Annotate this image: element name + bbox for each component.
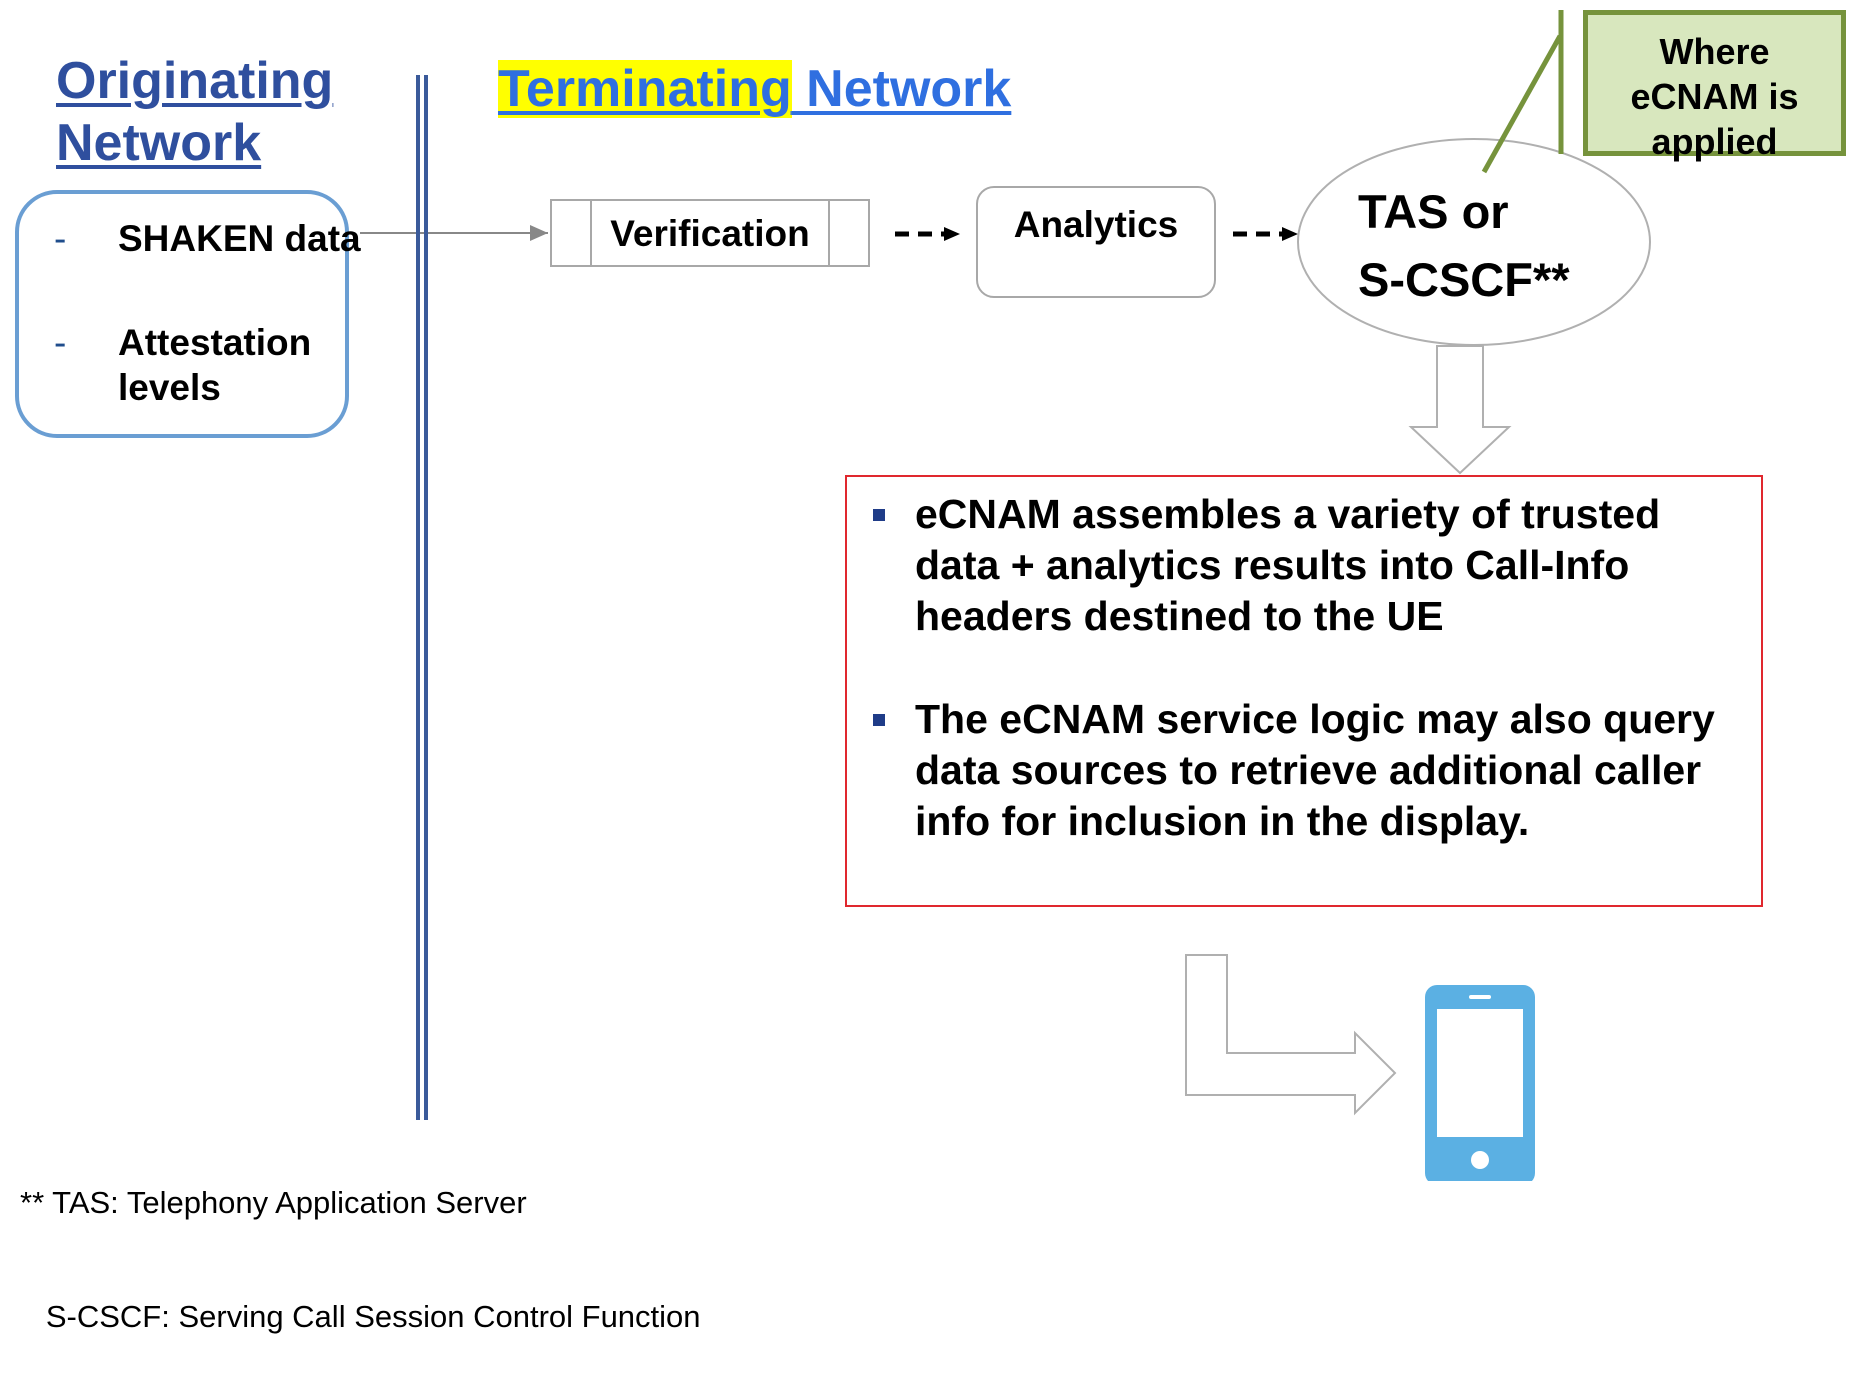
connectors-layer [360,10,1651,1116]
info-bullet-1: eCNAM assembles a variety of trusted dat… [873,489,1745,642]
tas-label-line2: S-CSCF** [1358,253,1570,306]
callout-line2: eCNAM is [1630,76,1799,117]
footnote-line1: ** TAS: Telephony Application Server [20,1185,527,1220]
analytics-to-tas-arrow [1233,227,1298,241]
smartphone-icon [1425,985,1535,1181]
tas-scscf-label: TAS or S-CSCF** [1358,178,1570,314]
footnote-line2: S-CSCF: Serving Call Session Control Fun… [20,1299,701,1334]
list-dash: - [54,322,67,363]
footnote: ** TAS: Telephony Application Server S-C… [20,1108,701,1374]
verification-right-bar [828,201,830,265]
analytics-label: Analytics [1013,204,1179,245]
bent-block-arrow [1185,954,1397,1116]
tas-label-line1: TAS or [1358,185,1509,238]
callout-line3: applied [1651,121,1778,162]
ecnam-callout: Where eCNAM is applied [1583,10,1846,162]
down-block-arrow [1408,345,1512,475]
originating-network-heading: Originating Network [56,52,334,172]
verification-label: Verification [610,213,810,254]
verification-left-bar [590,201,592,265]
bullet-square-icon [873,509,885,521]
originating-data-box: - SHAKEN data - Attestation levels [15,190,361,438]
originating-item-label: Attestation levels [118,322,312,408]
info-bullet-text: The eCNAM service logic may also query d… [915,696,1715,844]
callout-pointer [1481,34,1563,174]
network-divider [416,75,428,1120]
analytics-node: Analytics [976,186,1216,298]
terminating-rest: Network [791,60,1012,118]
bullet-square-icon [873,714,885,726]
terminating-network-heading: Terminating Network [498,58,1011,120]
originating-item-label: SHAKEN data [118,218,361,259]
info-bullet-2: The eCNAM service logic may also query d… [873,694,1745,847]
verification-node: Verification [550,199,870,267]
info-bullet-text: eCNAM assembles a variety of trusted dat… [915,491,1661,639]
ecnam-info-box: eCNAM assembles a variety of trusted dat… [845,475,1763,907]
callout-line1: Where [1659,31,1770,72]
list-dash: - [54,218,67,259]
terminating-highlight: Terminating [498,60,792,118]
verification-to-analytics-arrow [895,227,960,241]
